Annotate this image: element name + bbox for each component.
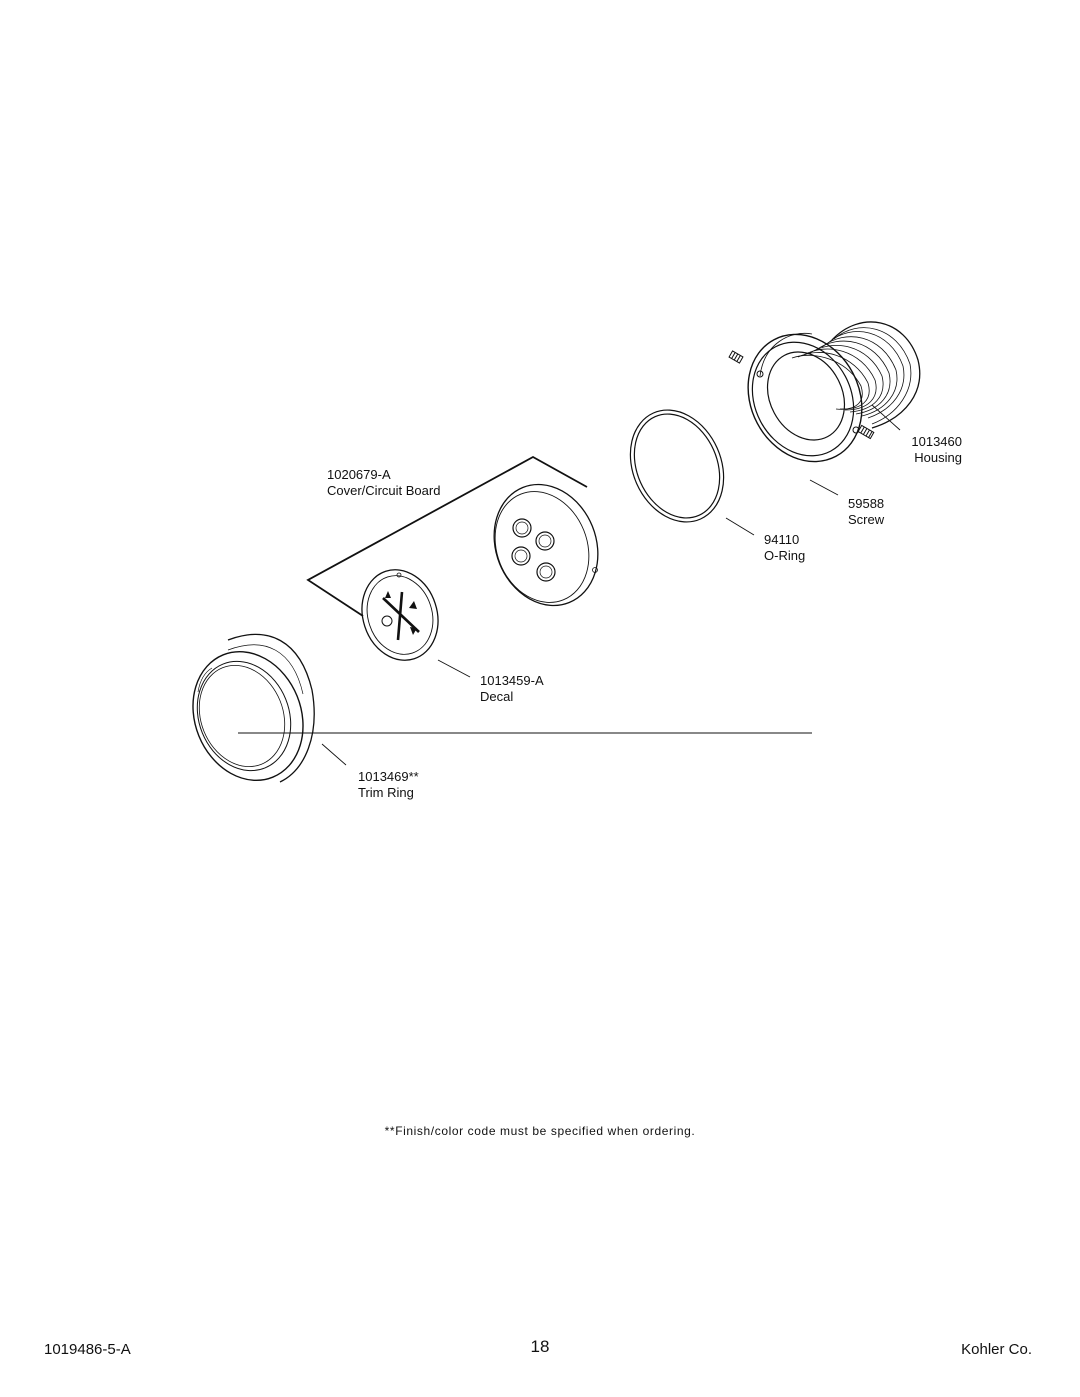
- o-ring-part-name: O-Ring: [764, 548, 806, 563]
- trim-ring-part-number: 1013469**: [358, 769, 419, 784]
- cover-label: 1020679-A Cover/Circuit Board: [327, 467, 440, 499]
- decal-label: 1013459-A Decal: [480, 673, 544, 705]
- screw-part-number: 59588: [848, 496, 885, 511]
- screw-label: 59588 Screw: [848, 496, 884, 528]
- housing-part: [747, 321, 921, 463]
- housing-part-name: Housing: [914, 450, 962, 465]
- trim-ring-part-name: Trim Ring: [358, 785, 414, 800]
- cover-bracket-line: [306, 455, 588, 617]
- screw-part-name: Screw: [848, 512, 885, 527]
- ordering-note: **Finish/color code must be specified wh…: [384, 1124, 696, 1138]
- housing-label: 1013460 Housing: [880, 434, 962, 466]
- o-ring-part-number: 94110: [764, 532, 800, 547]
- decal-part: [361, 569, 439, 661]
- screw-part: [728, 350, 875, 440]
- o-ring-label: 94110 O-Ring: [764, 532, 805, 564]
- company-name: Kohler Co.: [961, 1341, 1032, 1358]
- page-number: 18: [530, 1337, 550, 1356]
- decal-part-name: Decal: [480, 689, 514, 704]
- trim-ring-part: [192, 633, 315, 783]
- trim-ring-label: 1013469** Trim Ring: [358, 769, 419, 801]
- cover-part-number: 1020679-A: [327, 467, 391, 482]
- cover-circuit-board-part: [493, 483, 599, 607]
- document-number: 1019486-5-A: [44, 1341, 131, 1358]
- decal-part-number: 1013459-A: [480, 673, 544, 688]
- leader-lines: [321, 404, 901, 766]
- o-ring-part: [629, 409, 725, 523]
- housing-part-number: 1013460: [911, 434, 962, 449]
- cover-part-name: Cover/Circuit Board: [327, 483, 441, 498]
